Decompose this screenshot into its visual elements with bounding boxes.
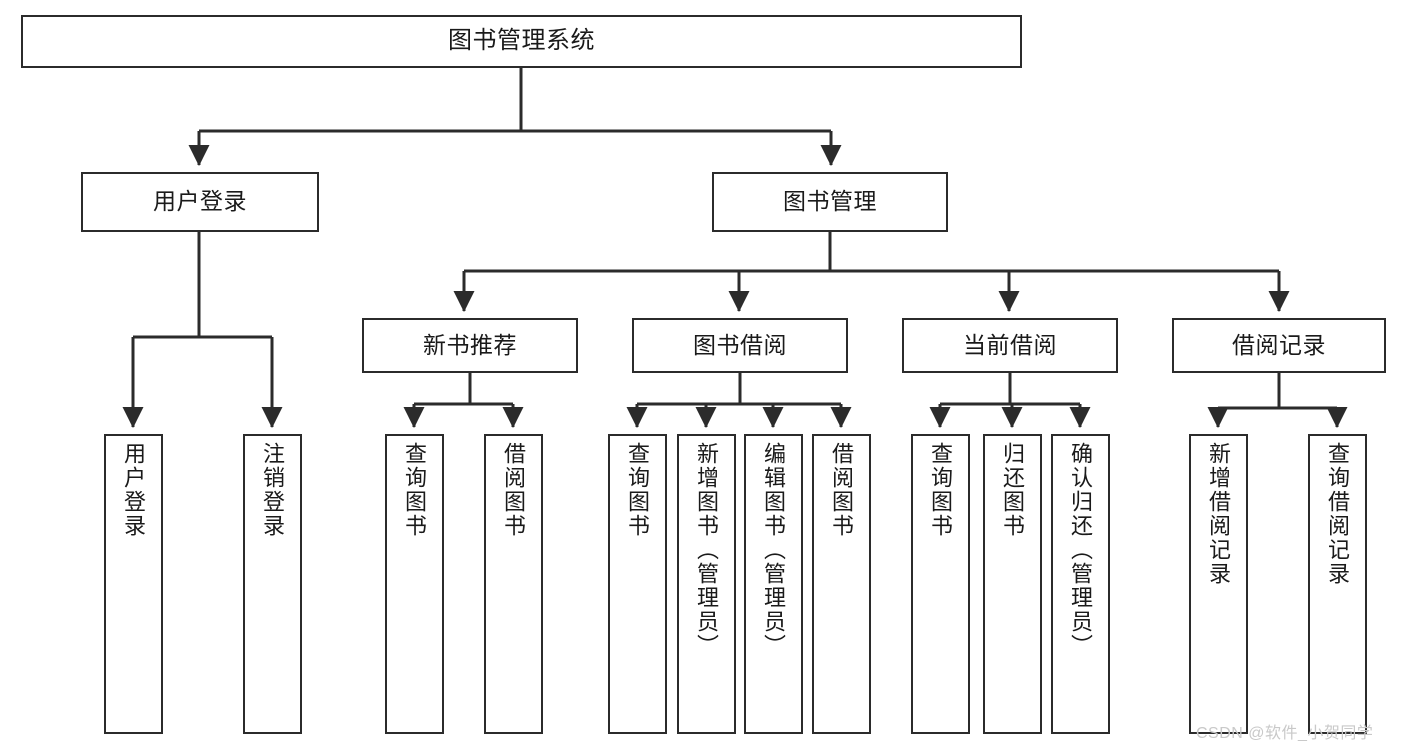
node-label: 注销登录 [260,442,286,538]
node-label: 确认归还（管理员） [1068,442,1094,658]
node-user-login[interactable]: 用户登录 [81,172,319,232]
node-label: 编辑图书（管理员） [761,442,787,658]
node-leaf-query-borrow-record[interactable]: 查询借阅记录 [1308,434,1367,734]
node-label: 新增图书（管理员） [694,442,720,658]
node-book-management[interactable]: 图书管理 [712,172,948,232]
node-label: 查询图书 [625,442,651,538]
node-label: 查询图书 [402,442,428,538]
node-leaf-borrow-book-rec[interactable]: 借阅图书 [484,434,543,734]
node-leaf-user-login[interactable]: 用户登录 [104,434,163,734]
node-book-borrowing[interactable]: 图书借阅 [632,318,848,373]
node-label: 查询借阅记录 [1325,442,1351,586]
node-label: 借阅图书 [829,442,855,538]
node-leaf-query-book-current[interactable]: 查询图书 [911,434,970,734]
edge-borrow-record-to-leaves [1207,373,1348,429]
node-label: 图书管理系统 [448,27,595,55]
node-label: 图书借阅 [693,331,787,358]
node-leaf-add-book-admin[interactable]: 新增图书（管理员） [677,434,736,734]
node-leaf-add-borrow-record[interactable]: 新增借阅记录 [1189,434,1248,734]
node-label: 新书推荐 [423,331,517,358]
node-label: 借阅图书 [501,442,527,538]
edge-root-to-level1 [188,68,842,167]
node-label: 查询图书 [928,442,954,538]
node-root-system[interactable]: 图书管理系统 [21,15,1022,68]
edge-new-book-rec-to-leaves [403,373,524,429]
node-borrowing-records[interactable]: 借阅记录 [1172,318,1386,373]
edge-book-borrow-to-leaves [626,373,852,429]
node-leaf-query-book-rec[interactable]: 查询图书 [385,434,444,734]
node-label: 当前借阅 [963,331,1057,358]
csdn-watermark: CSDN @软件_小贺同学 [1196,725,1374,742]
node-leaf-borrow-book[interactable]: 借阅图书 [812,434,871,734]
edge-user-login-to-leaves [122,232,283,429]
node-leaf-query-book-borrow[interactable]: 查询图书 [608,434,667,734]
node-label: 图书管理 [783,188,877,215]
node-label: 用户登录 [153,188,247,215]
node-leaf-confirm-return-admin[interactable]: 确认归还（管理员） [1051,434,1110,734]
node-label: 归还图书 [1000,442,1026,538]
node-label: 借阅记录 [1232,331,1326,358]
node-leaf-logout[interactable]: 注销登录 [243,434,302,734]
node-current-borrowing[interactable]: 当前借阅 [902,318,1118,373]
node-leaf-edit-book-admin[interactable]: 编辑图书（管理员） [744,434,803,734]
edge-current-borrow-to-leaves [929,373,1091,429]
node-label: 新增借阅记录 [1206,442,1232,586]
edge-book-mgmt-to-level2 [453,232,1290,313]
node-leaf-return-book[interactable]: 归还图书 [983,434,1042,734]
node-label: 用户登录 [121,442,147,538]
node-new-book-recommendation[interactable]: 新书推荐 [362,318,578,373]
